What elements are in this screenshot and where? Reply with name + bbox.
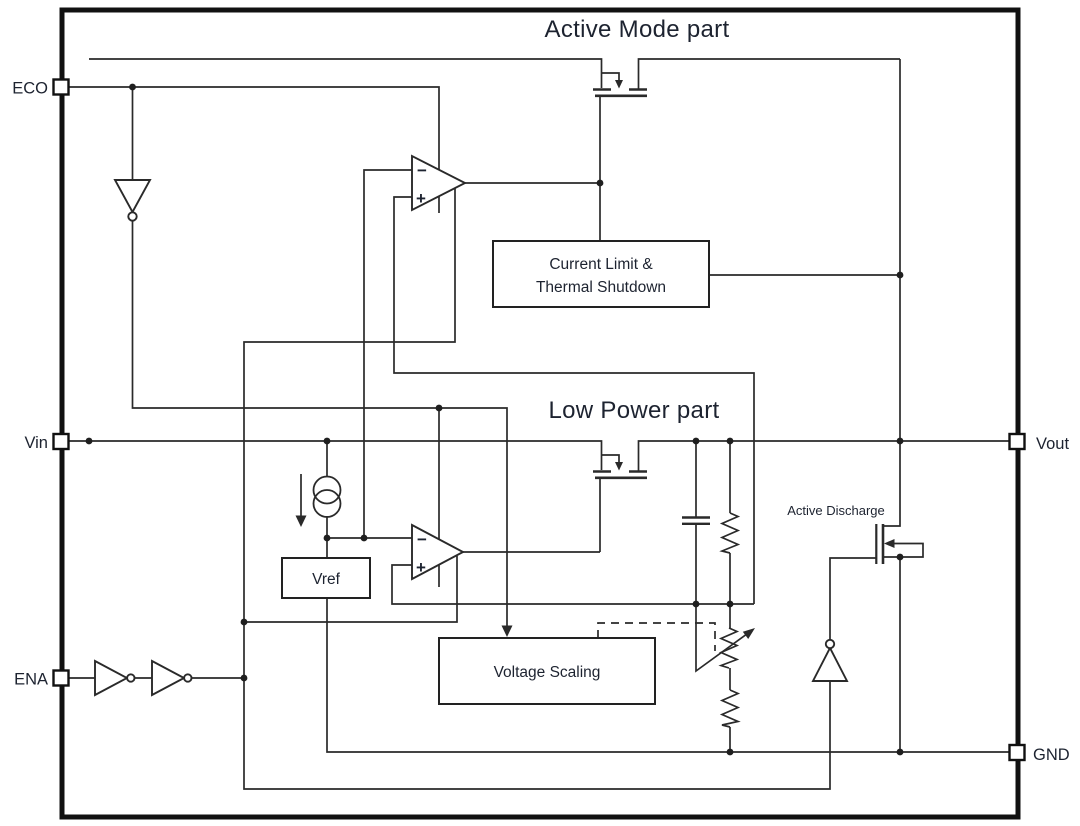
active-fet-body-arrow [615,80,623,89]
pin-label-eco: ECO [12,80,48,98]
current-limit-block [492,240,710,308]
voltage-scaling-arrowhead [501,625,513,637]
pin-label-gnd: GND [1033,746,1070,764]
wire-lp-fet-body-tie [601,454,620,462]
wire-ena-to-lp-amp [244,556,458,623]
wire-active-amp-plus-to-fb [393,196,755,604]
junction-dot [240,674,248,682]
junction-dot [360,534,368,542]
junction-dot [896,271,904,279]
wire-vin-to-active-fet-source [89,58,603,88]
junction-dot [129,83,136,91]
junction-dot [692,600,700,608]
pin-label-vout: Vout [1036,435,1069,453]
ena-buffer-2 [151,659,187,697]
pin-label-ena: ENA [14,671,48,689]
gnd-pin [1008,743,1026,762]
title-active-mode: Active Mode part [545,16,730,43]
resistor-r1 [719,512,741,554]
junction-dot [323,437,331,445]
arrowheads [295,80,895,639]
ena-buffer-1-bubble [126,673,136,683]
junction-dot [85,437,93,445]
junction-dot [435,404,443,412]
eco-inverter [113,179,152,214]
active-amp-plus-sign: + [416,189,426,208]
wire-vin-rail [69,440,603,470]
junction-dot [896,748,904,756]
active-error-amp [411,154,468,212]
voltage-scaling-label: Voltage Scaling [494,664,601,681]
resistors [718,512,741,728]
eco-pin [52,78,70,96]
wire-gnd-rail [326,598,1010,753]
variable-resistor [718,627,740,669]
vref-label: Vref [312,571,341,588]
wire-active-fet-drain [637,58,900,89]
chip-outline [59,7,1021,820]
current-source [312,475,342,518]
junction-dot [240,618,248,626]
resistor-r2 [719,689,741,728]
current-source-circle-bottom [312,489,342,518]
wire-ena-net [243,188,831,790]
voltage-scaling-block [438,637,656,705]
current-source-arrowhead [295,515,307,527]
wire-discharge-drain [883,441,901,527]
eco-inverter-bubble [127,211,138,222]
wire-inverter-out-to-voltage-scaling [131,220,508,627]
wire-vref-to-inverting-inputs [363,169,412,538]
discharge-inverter [811,645,849,682]
gain-stages [94,154,849,697]
junction-dot [726,748,734,756]
pin-label-vin: Vin [24,434,48,452]
ena-buffer-1 [94,659,130,697]
junction-dot [596,179,604,187]
current-limit-label-line1: Current Limit & [549,256,653,273]
active-discharge-label: Active Discharge [787,503,885,518]
wire-voltage-scaling-control-dashed [597,622,716,651]
junction-dot [726,437,734,445]
junction-dots [85,83,904,756]
chip-border [59,7,1021,820]
active-amp-minus-sign: − [417,161,427,180]
function-blocks [281,240,710,705]
lp-error-amp [411,523,466,581]
wire-fb-line [391,564,754,605]
junction-dot [323,534,331,542]
vout-pin [1008,432,1026,451]
discharge-fet-body-arrow [884,539,895,548]
wire-discharge-body-tie [894,542,924,558]
current-source-circle-top [312,475,342,505]
wiper-arrowhead [742,628,755,639]
junction-dot [896,437,904,445]
discharge-inverter-bubble [824,638,836,650]
wire-discharge-gate [829,557,876,640]
lp-amp-minus-sign: − [417,530,427,549]
fet-bars [593,88,885,564]
vin-pin [52,432,70,451]
junction-dot [726,600,734,608]
wire-active-fet-body-tie [601,72,620,80]
junction-dot [896,553,904,561]
junction-dot [692,437,700,445]
labels: Active Mode part Low Power part ECO Vin … [12,16,1070,764]
current-limit-label-line2: Thermal Shutdown [536,279,666,296]
vref-block [281,557,371,599]
ena-pin [52,669,70,687]
ena-buffer-2-bubble [183,673,193,683]
lp-amp-plus-sign: + [416,558,426,577]
lp-fet-body-arrow [615,462,623,471]
capacitor-plates [682,516,710,525]
title-low-power: Low Power part [549,397,720,424]
wire-vout-rail [637,440,1010,471]
pin-squares [52,78,1026,762]
